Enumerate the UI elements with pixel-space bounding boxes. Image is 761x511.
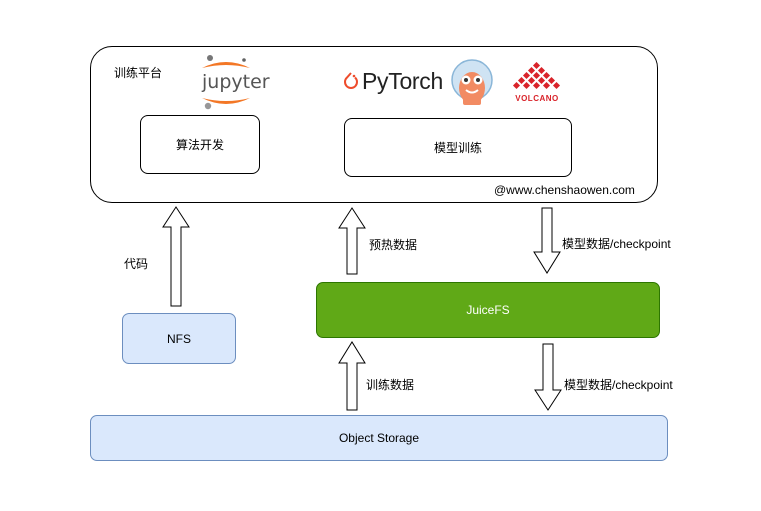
nfs-node: NFS — [122, 313, 236, 364]
volcano-diamond-icon — [512, 61, 561, 90]
edge-label-train-data: 训练数据 — [366, 378, 415, 392]
mascot-logo-icon — [449, 58, 495, 108]
edge-label-model-ckpt-top: 模型数据/checkpoint — [562, 237, 671, 251]
pytorch-flame-icon — [343, 71, 359, 93]
edge-label-code: 代码 — [124, 257, 149, 271]
edge-label-model-ckpt-bottom: 模型数据/checkpoint — [564, 378, 673, 392]
arrow-storage-to-juicefs — [338, 341, 366, 411]
arrow-nfs-to-algo — [162, 206, 190, 307]
volcano-wordmark: VOLCANO — [515, 94, 559, 103]
jupyter-logo-icon — [202, 55, 250, 110]
arrow-train-to-juicefs — [533, 207, 561, 274]
website-credit: @www.chenshaowen.com — [494, 183, 635, 197]
model-training-node: 模型训练 — [344, 118, 572, 177]
volcano-logo: VOLCANO — [506, 61, 568, 108]
edge-label-preheat: 预热数据 — [369, 238, 418, 252]
platform-title: 训练平台 — [114, 66, 163, 80]
algorithm-dev-node: 算法开发 — [140, 115, 260, 174]
arrow-juicefs-to-train — [338, 207, 366, 275]
pytorch-wordmark: PyTorch — [362, 68, 443, 94]
arrow-juicefs-to-storage — [534, 343, 562, 411]
object-storage-node: Object Storage — [90, 415, 668, 461]
jupyter-wordmark: jupyter — [202, 71, 270, 93]
juicefs-node: JuiceFS — [316, 282, 660, 338]
jupyter-logo — [196, 54, 256, 110]
